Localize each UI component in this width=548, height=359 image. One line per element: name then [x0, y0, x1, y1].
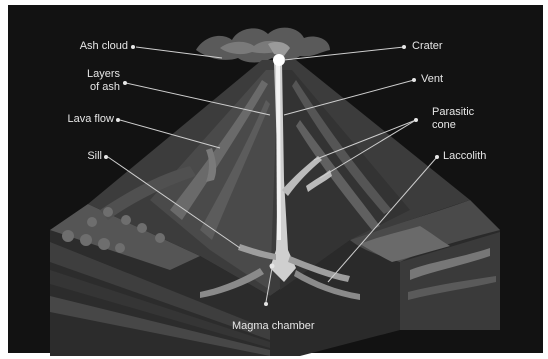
label-magma-chamber: Magma chamber [232, 320, 315, 333]
label-parasitic-cone-line1: Parasitic [432, 106, 492, 119]
label-layers-of-ash-line2: of ash [64, 81, 120, 94]
label-layers-of-ash-line1: Layers [64, 68, 120, 81]
label-sill: Sill [70, 150, 102, 163]
label-crater: Crater [412, 40, 443, 53]
label-lava-flow: Lava flow [50, 113, 114, 126]
label-ash-cloud: Ash cloud [58, 40, 128, 53]
label-laccolith: Laccolith [443, 150, 486, 163]
label-layers-of-ash: Layers of ash [64, 68, 120, 94]
label-parasitic-cone: Parasitic cone [432, 106, 492, 132]
label-vent: Vent [421, 73, 443, 86]
label-parasitic-cone-line2: cone [432, 119, 492, 132]
